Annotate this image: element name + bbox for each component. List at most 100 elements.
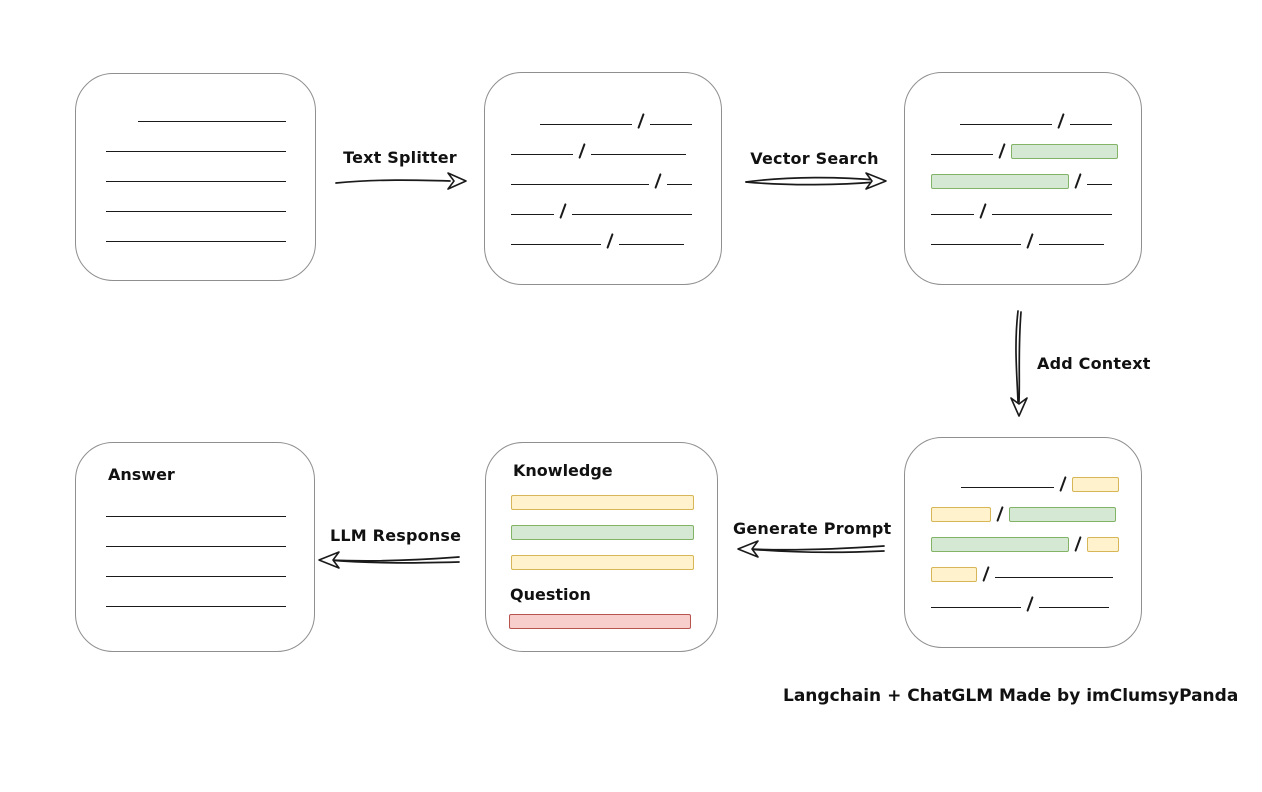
indent-spacer — [485, 222, 511, 223]
content-row — [905, 103, 1141, 133]
vector-search-label: Vector Search — [750, 149, 879, 168]
text-line — [106, 576, 286, 577]
indent-spacer — [485, 192, 511, 193]
content-row — [509, 603, 717, 633]
slash-separator — [1057, 113, 1065, 129]
highlight-chip-yellow — [1072, 477, 1119, 492]
vector-search-arrow — [745, 176, 877, 183]
text-line — [106, 151, 286, 152]
highlight-chip-yellow — [1087, 537, 1119, 552]
content-row — [511, 544, 717, 574]
content-row — [76, 220, 315, 250]
content-row — [485, 223, 721, 253]
slash-separator — [1059, 476, 1067, 492]
vector-search-arrow-2 — [745, 181, 877, 186]
text-line — [992, 214, 1112, 215]
slash-separator — [654, 173, 662, 189]
split-text-lines — [485, 103, 721, 253]
indent-spacer — [76, 584, 106, 585]
text-line — [1087, 184, 1112, 185]
content-row — [485, 163, 721, 193]
text-line — [961, 487, 1054, 488]
text-line — [960, 124, 1052, 125]
indent-spacer — [76, 554, 106, 555]
indent-spacer — [905, 585, 931, 586]
indent-spacer — [76, 614, 106, 615]
content-row — [905, 466, 1141, 496]
text-line — [572, 214, 692, 215]
slash-separator — [998, 143, 1006, 159]
question-chip — [509, 603, 717, 633]
indent-spacer — [76, 249, 106, 250]
text-line — [511, 154, 573, 155]
text-line — [667, 184, 692, 185]
highlight-chip-yellow — [931, 507, 991, 522]
credit-caption: Langchain + ChatGLM Made by imClumsyPand… — [783, 686, 1239, 706]
slash-separator — [1074, 536, 1082, 552]
content-row — [905, 526, 1141, 556]
context-lines — [905, 466, 1141, 616]
text-line — [931, 244, 1021, 245]
slash-separator — [1026, 596, 1034, 612]
highlight-chip-yellow — [511, 495, 694, 510]
slash-separator — [559, 203, 567, 219]
answer-box: Answer — [75, 442, 315, 652]
indent-spacer — [485, 132, 540, 133]
content-row — [76, 495, 314, 525]
knowledge-label: Knowledge — [513, 461, 613, 480]
indent-spacer — [905, 525, 931, 526]
indent-spacer — [76, 219, 106, 220]
indent-spacer — [905, 132, 960, 133]
highlight-chip-green — [931, 174, 1069, 189]
content-row — [511, 484, 717, 514]
content-row — [76, 190, 315, 220]
context-box — [904, 437, 1142, 648]
highlight-chip-yellow — [931, 567, 977, 582]
indent-spacer — [76, 159, 106, 160]
highlight-chip-green — [931, 537, 1069, 552]
text-line — [931, 154, 993, 155]
split-text-box — [484, 72, 722, 285]
highlight-chip-green — [1011, 144, 1118, 159]
answer-lines — [76, 495, 314, 615]
content-row — [905, 133, 1141, 163]
highlight-chip-yellow — [511, 555, 694, 570]
slash-separator — [996, 506, 1004, 522]
text-splitter-arrow — [335, 179, 451, 184]
generate-prompt-label: Generate Prompt — [733, 519, 892, 538]
indent-spacer — [905, 495, 961, 496]
text-line — [931, 214, 974, 215]
llm-response-arrowhead — [318, 551, 340, 569]
document-lines — [76, 100, 315, 250]
content-row — [485, 103, 721, 133]
add-context-arrow-2 — [1018, 311, 1022, 403]
text-line — [106, 606, 286, 607]
question-chip-red — [509, 614, 691, 629]
text-line — [1039, 244, 1104, 245]
content-row — [905, 586, 1141, 616]
slash-separator — [637, 113, 645, 129]
text-splitter-arrowhead — [447, 172, 467, 190]
generate-prompt-arrowhead — [737, 540, 759, 558]
content-row — [76, 525, 314, 555]
content-row — [76, 555, 314, 585]
text-line — [106, 241, 286, 242]
content-row — [905, 556, 1141, 586]
highlight-chip-green — [511, 525, 694, 540]
add-context-arrow — [1015, 310, 1019, 403]
content-row — [905, 223, 1141, 253]
indent-spacer — [76, 189, 106, 190]
slash-separator — [606, 233, 614, 249]
question-label: Question — [510, 585, 591, 604]
content-row — [76, 585, 314, 615]
text-line — [931, 607, 1021, 608]
text-line — [511, 244, 601, 245]
indent-spacer — [905, 162, 931, 163]
indent-spacer — [76, 129, 138, 130]
text-line — [106, 516, 286, 517]
text-line — [511, 214, 554, 215]
generate-prompt-arrow — [747, 545, 885, 551]
content-row — [485, 193, 721, 223]
source-document-box — [75, 73, 316, 281]
